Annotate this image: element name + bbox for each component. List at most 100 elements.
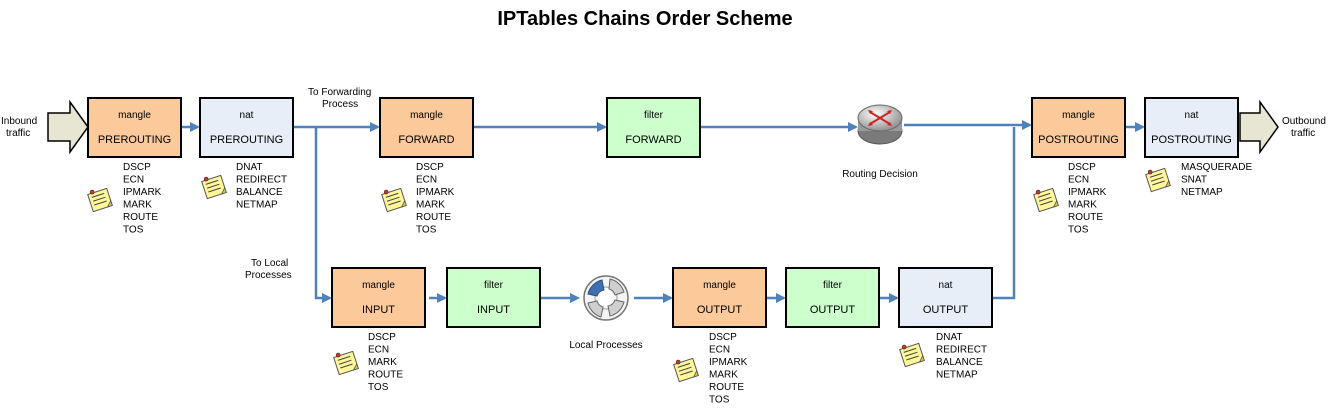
chain-box-bg [785, 267, 880, 328]
to-forwarding-line-2: Process [322, 99, 358, 110]
chain-table-label: mangle [362, 280, 395, 291]
inbound-label-line-1: Inbound [1, 116, 37, 127]
chain-box-bg [446, 267, 541, 328]
chain-box-bg [672, 267, 767, 328]
chain-name-label: INPUT [477, 304, 510, 316]
target-item: ECN [123, 175, 144, 186]
target-item: MASQUERADE [1181, 162, 1252, 173]
target-item: DSCP [1068, 162, 1096, 173]
chain-boxes: manglePREROUTINGnatPREROUTINGmangleFORWA… [87, 97, 1239, 328]
outbound-label-line-2: traffic [1291, 128, 1315, 139]
target-item: ECN [416, 175, 437, 186]
target-item: IPMARK [1068, 187, 1107, 198]
to-forwarding-label: To Forwarding Process [308, 87, 374, 110]
inbound-label-line-2: traffic [6, 128, 30, 139]
sticky-note-icon [201, 174, 227, 200]
target-item: ROUTE [416, 212, 451, 223]
sticky-note-icon [1033, 187, 1059, 213]
target-item: TOS [368, 382, 389, 393]
chain-name-label: OUTPUT [810, 304, 856, 316]
to-forwarding-line-1: To Forwarding [308, 87, 371, 98]
target-item: ROUTE [368, 370, 403, 381]
local-processes-label: Local Processes [569, 340, 642, 351]
diagram-title: IPTables Chains Order Scheme [497, 8, 792, 30]
target-item: IPMARK [709, 357, 748, 368]
inbound-arrow [47, 99, 89, 155]
chain-box-bg [87, 97, 182, 158]
target-item: TOS [709, 395, 730, 406]
target-item: IPMARK [416, 187, 455, 198]
router-icon [857, 104, 903, 145]
connector-lines [181, 120, 1145, 303]
chain-table-label: filter [644, 110, 664, 121]
target-item: ECN [1068, 175, 1089, 186]
target-item: ECN [709, 345, 730, 356]
chain-box-bg [1144, 97, 1239, 158]
target-item: DNAT [236, 162, 262, 173]
target-item: NETMAP [236, 200, 278, 211]
chain-box-bg [1031, 97, 1126, 158]
outbound-label-line-1: Outbound [1282, 116, 1326, 127]
inbound-label: Inbound traffic [1, 116, 40, 139]
target-item: REDIRECT [936, 345, 987, 356]
target-item: NETMAP [1181, 187, 1223, 198]
target-item: NETMAP [936, 370, 978, 381]
chain-name-label: FORWARD [625, 134, 681, 146]
sticky-note-icon [381, 187, 407, 213]
arrow-nat-out-to-postrouting [993, 127, 1016, 300]
target-item: ROUTE [123, 212, 158, 223]
outbound-label: Outbound traffic [1282, 116, 1329, 139]
process-cycle-icon [583, 275, 629, 321]
sticky-note-icon [899, 342, 925, 368]
target-item: BALANCE [236, 187, 283, 198]
routing-decision-label: Routing Decision [842, 169, 918, 180]
target-item: ROUTE [709, 382, 744, 393]
chain-box-bg [898, 267, 993, 328]
target-item: DSCP [709, 332, 737, 343]
target-item: DNAT [936, 332, 962, 343]
note-icons [87, 167, 1171, 383]
arrow-branch-to-local [314, 127, 332, 303]
target-item: MARK [123, 200, 152, 211]
target-item: REDIRECT [236, 175, 287, 186]
chain-box-bg [331, 267, 426, 328]
to-local-line-2: Processes [245, 270, 292, 281]
target-item: DSCP [416, 162, 444, 173]
chain-name-label: POSTROUTING [1038, 134, 1119, 146]
chain-table-label: filter [484, 280, 504, 291]
outbound-arrow [1239, 99, 1279, 155]
target-item: TOS [123, 225, 144, 236]
chain-name-label: INPUT [362, 304, 395, 316]
chain-table-label: mangle [118, 110, 151, 121]
chain-table-label: mangle [410, 110, 443, 121]
target-item: BALANCE [936, 357, 983, 368]
sticky-note-icon [1145, 167, 1171, 193]
chain-box-bg [199, 97, 294, 158]
sticky-note-icon [673, 357, 699, 383]
chain-table-label: nat [1185, 110, 1199, 121]
chain-name-label: FORWARD [398, 134, 454, 146]
target-item: DSCP [368, 332, 396, 343]
target-item: ECN [368, 345, 389, 356]
chain-box-bg [379, 97, 474, 158]
chain-name-label: OUTPUT [923, 304, 969, 316]
